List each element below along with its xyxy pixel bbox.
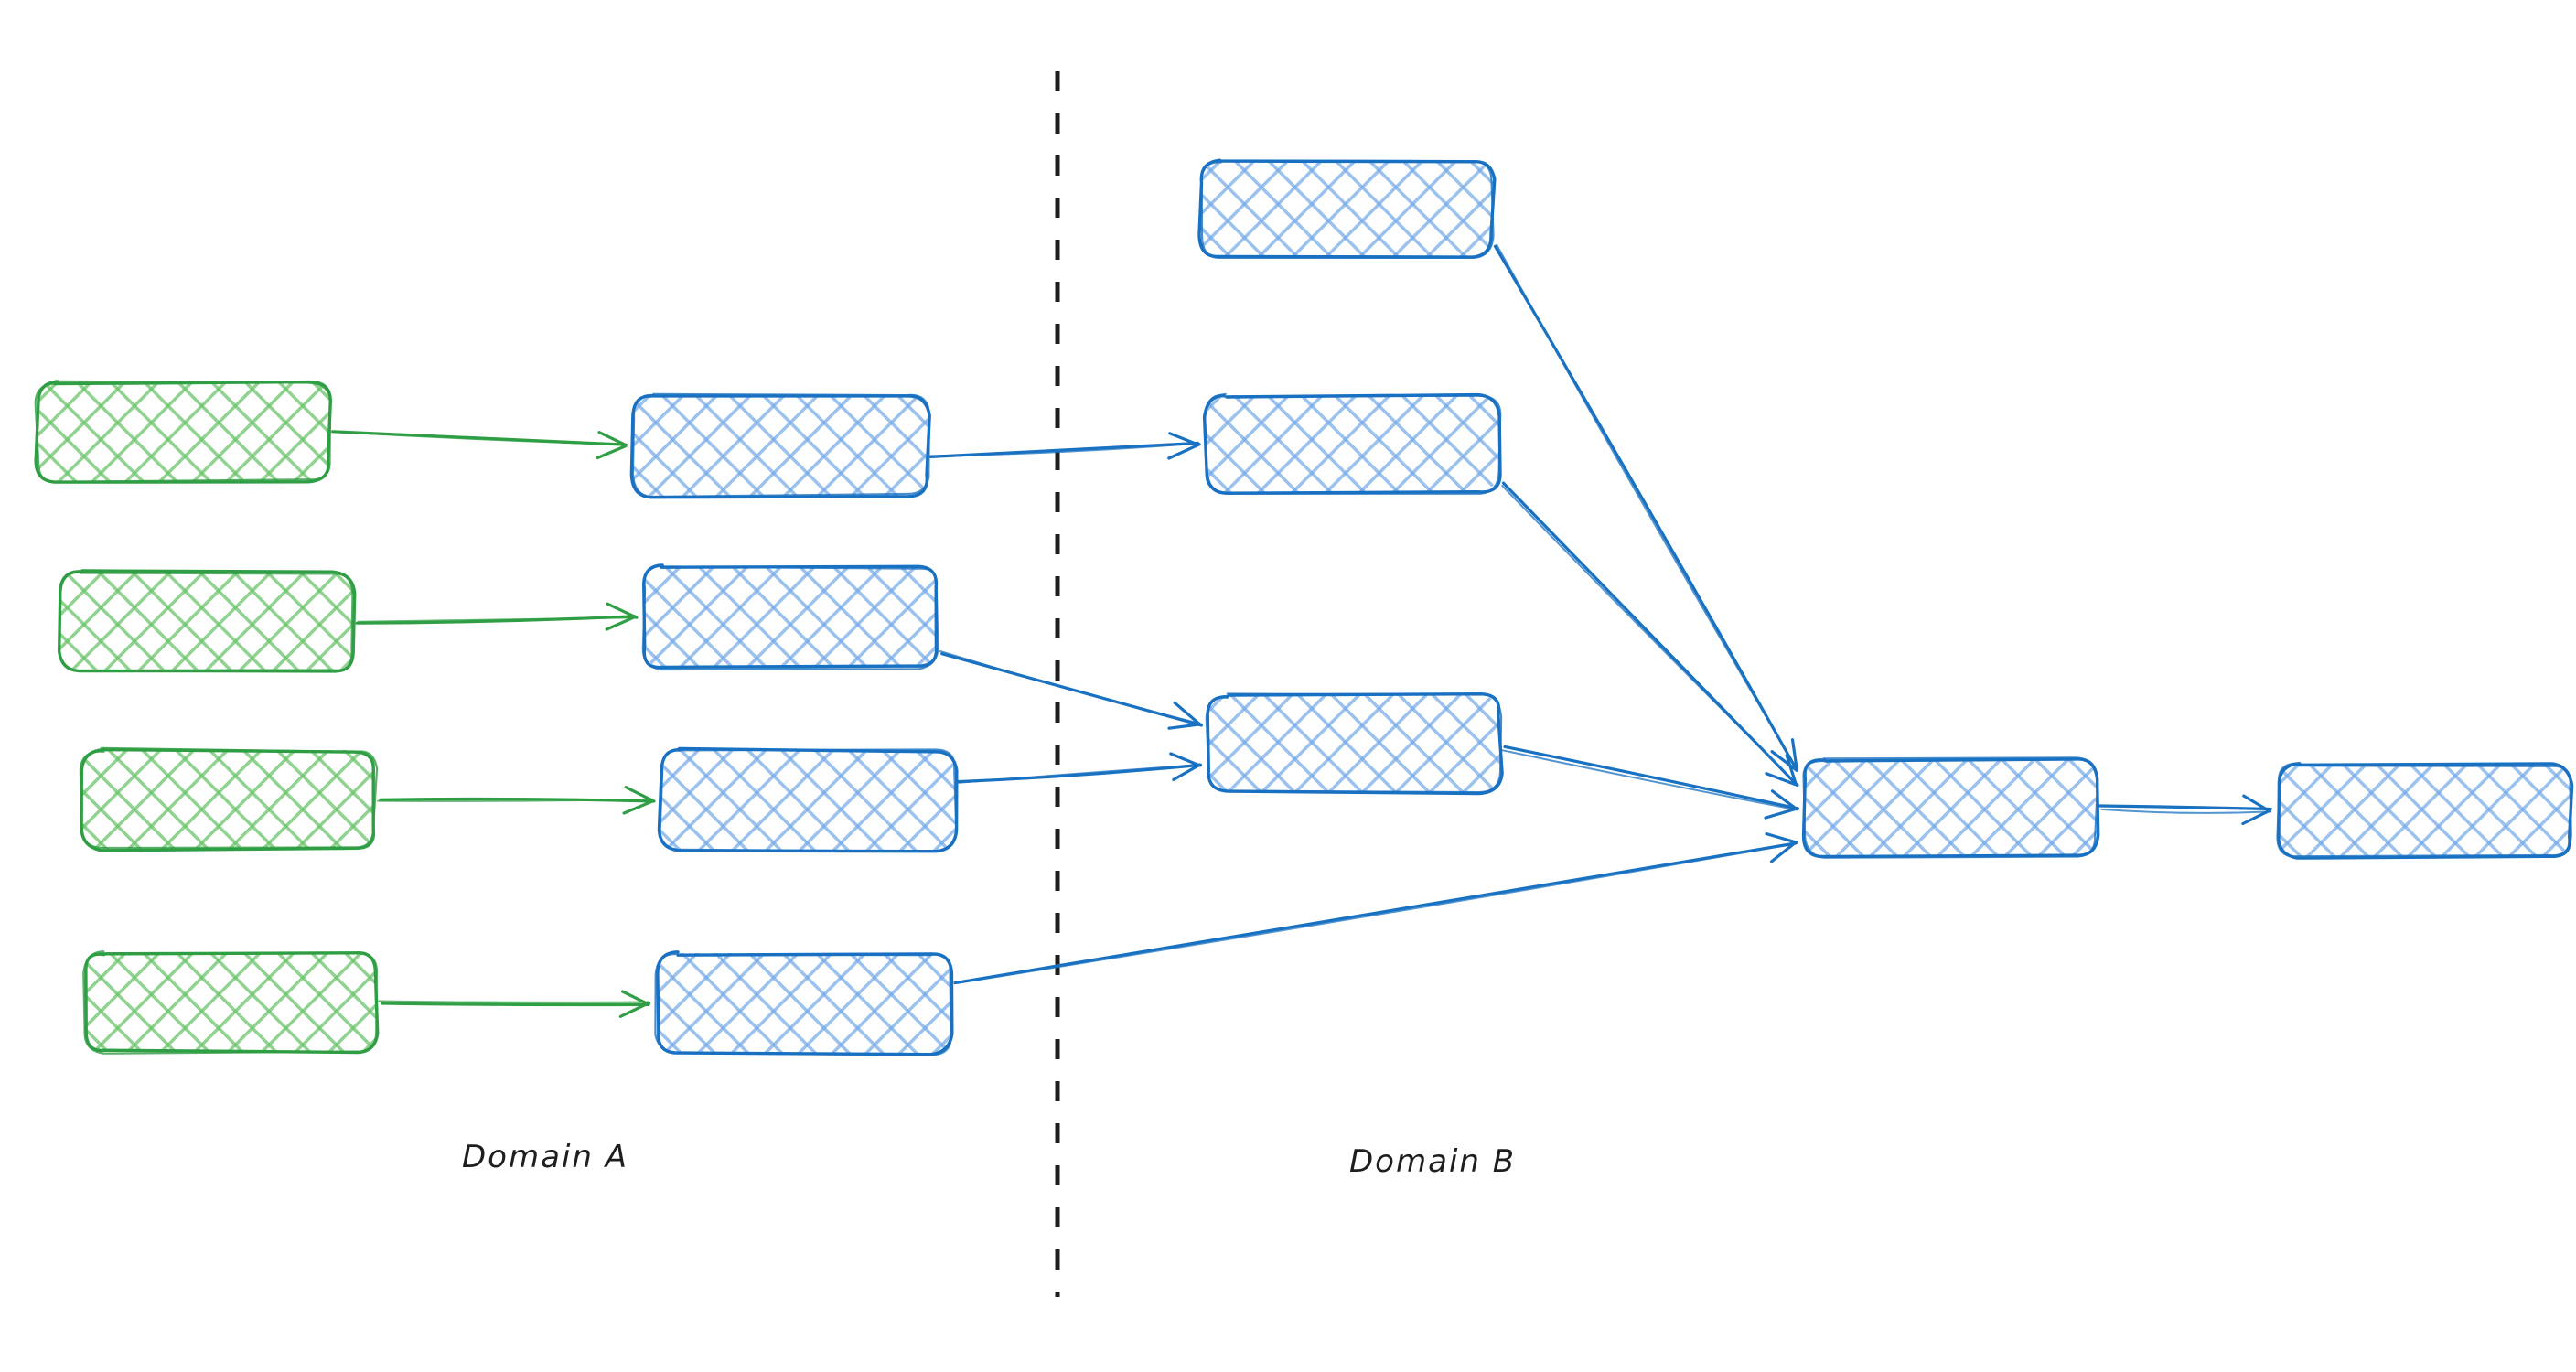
edge-line [377, 798, 654, 802]
edge-e8[interactable] [953, 832, 1798, 985]
edge-line [955, 842, 1798, 984]
node-fill [1206, 395, 1498, 492]
node-fill [643, 567, 938, 668]
arrowhead-stroke [1168, 432, 1200, 446]
edge-line [953, 841, 1798, 985]
node-outline [79, 746, 379, 850]
edge-line [958, 764, 1201, 784]
arrowhead-stroke [605, 615, 638, 631]
edge-e1[interactable] [331, 430, 628, 460]
node-fill [60, 573, 353, 671]
arrowhead-stroke [606, 602, 639, 619]
node-fill [37, 382, 329, 481]
node-b-merge[interactable] [1801, 756, 2100, 859]
edge-line [939, 650, 1202, 725]
node-outline [2276, 762, 2572, 858]
domain-b-label: Domain B [1349, 1143, 1517, 1180]
arrowhead-stroke [1765, 832, 1798, 844]
node-outline [82, 950, 379, 1055]
edge-line [1501, 485, 1798, 786]
node-fill [1804, 759, 2097, 856]
node-fill [660, 750, 955, 851]
node-a-src-2[interactable] [57, 569, 357, 673]
edge-line [1496, 243, 1799, 772]
node-fill [633, 395, 928, 496]
edge-line [929, 442, 1199, 457]
node-outline [654, 952, 952, 1056]
node-outline [631, 392, 930, 498]
arrowhead-stroke [596, 445, 628, 460]
edge-e3[interactable] [377, 786, 656, 815]
node-fill [1208, 695, 1500, 792]
domain-a-label: Domain A [462, 1139, 628, 1175]
node-outline [58, 571, 354, 673]
arrowhead-stroke [622, 799, 655, 815]
edge-e2[interactable] [355, 602, 639, 631]
node-b-upper[interactable] [1202, 392, 1502, 495]
arrowhead-stroke [621, 990, 650, 1006]
node-outline [659, 747, 958, 852]
node-fill [2278, 765, 2571, 856]
node-outline [1802, 756, 2099, 859]
edge-e4[interactable] [378, 990, 651, 1018]
arrowhead-stroke [618, 1001, 651, 1018]
arrowhead-stroke [2242, 794, 2271, 813]
node-a-proc-1[interactable] [629, 392, 931, 499]
arrowhead-stroke [1770, 750, 1798, 772]
node-fill [1200, 161, 1493, 256]
arrowhead-stroke [1790, 738, 1798, 772]
node-fill [82, 750, 375, 849]
node-a-proc-2[interactable] [641, 563, 939, 671]
node-a-src-1[interactable] [34, 380, 333, 484]
node-outline [1200, 159, 1495, 259]
edge-line [1501, 749, 1798, 811]
edge-e10[interactable] [1501, 481, 1799, 788]
edge-e12[interactable] [2098, 794, 2272, 826]
arrowhead-stroke [1167, 443, 1201, 460]
node-outline [641, 563, 939, 671]
node-fill [84, 953, 377, 1052]
edge-layer [331, 243, 2272, 1018]
node-b-top[interactable] [1197, 158, 1497, 259]
edge-line [331, 431, 628, 446]
edge-e5[interactable] [929, 432, 1201, 460]
arrowhead-stroke [1770, 841, 1798, 863]
edge-e6[interactable] [939, 650, 1203, 730]
arrowhead-stroke [1764, 807, 1799, 820]
node-b-mid[interactable] [1205, 691, 1504, 796]
arrowhead-stroke [1785, 754, 1798, 786]
node-layer [34, 158, 2574, 1056]
arrowhead-stroke [1167, 723, 1202, 730]
edge-line [2100, 808, 2271, 814]
arrowhead-stroke [597, 431, 628, 447]
edge-line [2098, 804, 2272, 811]
edge-e9[interactable] [1493, 243, 1799, 772]
node-a-proc-3[interactable] [657, 746, 959, 853]
arrowhead-stroke [1173, 701, 1202, 727]
arrowhead-stroke [1172, 763, 1202, 781]
node-outline [34, 380, 332, 483]
node-fill [657, 953, 951, 1054]
edge-line [357, 616, 637, 623]
arrowhead-stroke [1765, 772, 1799, 788]
node-outline [1204, 392, 1502, 495]
edge-line [1503, 745, 1800, 810]
arrowhead-stroke [624, 786, 656, 803]
node-b-out[interactable] [2276, 762, 2574, 860]
node-outline [1205, 692, 1503, 794]
arrowhead-stroke [2241, 809, 2271, 826]
node-a-src-4[interactable] [82, 950, 380, 1055]
edge-line [380, 1002, 650, 1007]
arrowhead-stroke [1770, 789, 1798, 810]
edge-e7[interactable] [956, 752, 1203, 784]
arrowhead-stroke [1169, 752, 1202, 767]
edge-e11[interactable] [1501, 745, 1800, 820]
node-a-src-3[interactable] [79, 746, 379, 852]
node-a-proc-4[interactable] [654, 950, 954, 1056]
